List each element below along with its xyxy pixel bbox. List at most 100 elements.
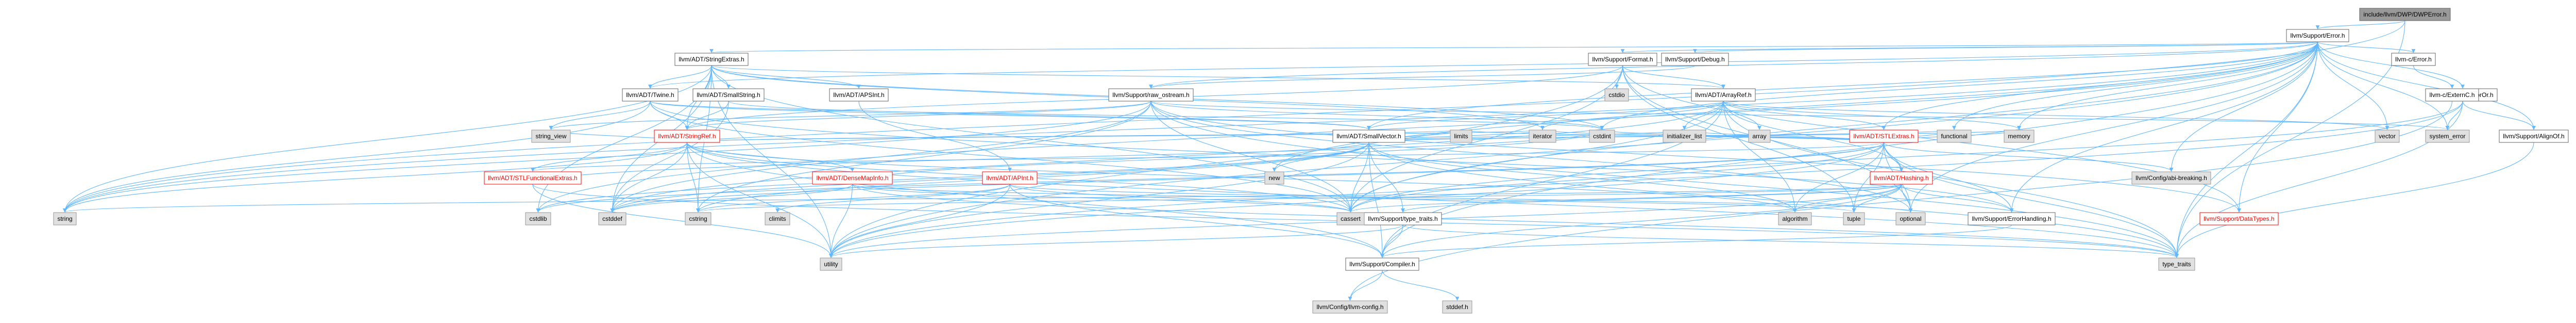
node-box-externc xyxy=(2425,88,2479,102)
node-box-utility xyxy=(820,257,842,271)
node-externc[interactable]: llvm-c/ExternC.h xyxy=(2425,88,2479,102)
node-label-tuple: tuple xyxy=(1847,215,1860,222)
edge-stlextras-to-algorithm xyxy=(1793,142,1885,213)
node-label-cstdio: cstdio xyxy=(1608,91,1625,99)
edge-hashing-to-errorhandling xyxy=(1901,184,2014,213)
node-box-apsint xyxy=(829,88,889,102)
node-box-rawostream xyxy=(1108,88,1194,102)
node-cassert: cassert xyxy=(1336,212,1365,225)
node-errorhandling[interactable]: llvm/Support/ErrorHandling.h xyxy=(1968,212,2056,225)
edge-dwp-to-error xyxy=(2315,20,2405,29)
node-twine[interactable]: llvm/ADT/Twine.h xyxy=(622,88,679,102)
node-box-alignof xyxy=(2499,130,2569,143)
edge-hashing-to-string xyxy=(63,184,1902,213)
node-optional: optional xyxy=(1895,212,1926,225)
node-stlfunctional[interactable]: llvm/ADT/STLFunctionalExtras.h xyxy=(484,171,582,185)
node-cstdint: cstdint xyxy=(1589,130,1615,143)
node-label-rawostream: llvm/Support/raw_ostream.h xyxy=(1112,91,1189,99)
edge-stlextras-to-cstdlib xyxy=(536,142,1885,213)
node-box-initlist xyxy=(1663,130,1706,143)
node-box-cstdio xyxy=(1604,88,1629,102)
edge-errorortype-to-utility xyxy=(829,101,2463,258)
edge-arrayref-to-iterator xyxy=(1540,101,1724,130)
node-arrayref[interactable]: llvm/ADT/ArrayRef.h xyxy=(1691,88,1756,102)
node-box-cassert xyxy=(1336,212,1365,225)
node-error[interactable]: llvm/Support/Error.h xyxy=(2286,29,2349,42)
node-label-smallvector: llvm/ADT/SmallVector.h xyxy=(1336,133,1401,140)
node-compiler[interactable]: llvm/Support/Compiler.h xyxy=(1345,257,1419,271)
edge-error-to-twine xyxy=(648,41,2318,89)
edge-error-to-errorortype xyxy=(2317,41,2465,89)
node-box-stddef xyxy=(1442,300,1472,314)
node-label-stlfunctional: llvm/ADT/STLFunctionalExtras.h xyxy=(488,174,577,182)
node-hashing[interactable]: llvm/ADT/Hashing.h xyxy=(1870,171,1933,185)
node-box-array xyxy=(1748,130,1771,143)
edge-errorortype-to-cassert xyxy=(1348,101,2463,213)
edge-rawostream-to-cstddef xyxy=(610,101,1151,213)
edge-rawostream-to-systemerror xyxy=(1150,101,2449,130)
node-label-iterator: iterator xyxy=(1533,133,1552,140)
edge-stringextras-to-apsint xyxy=(711,65,861,89)
edge-smallstring-to-cstddef xyxy=(610,101,729,213)
node-stringextras[interactable]: llvm/ADT/StringExtras.h xyxy=(674,53,749,66)
edge-errorortype-to-typetraitsstd xyxy=(2175,101,2463,258)
edge-twine-to-cstdint xyxy=(650,101,1604,130)
node-box-typetraits xyxy=(1364,212,1442,225)
node-array: array xyxy=(1748,130,1771,143)
node-box-stringextras xyxy=(674,53,749,66)
edge-arrayref-to-initlist xyxy=(1682,101,1724,130)
node-box-new xyxy=(1264,171,1284,185)
edge-rawostream-to-stringref xyxy=(685,101,1151,130)
node-label-apint: llvm/ADT/APInt.h xyxy=(986,174,1033,182)
node-datatypes[interactable]: llvm/Support/DataTypes.h xyxy=(2199,212,2279,225)
edge-smallstring-to-smallvector xyxy=(728,101,1371,130)
node-cstdlib: cstdlib xyxy=(525,212,551,225)
node-configabi: llvm/Config/abi-breaking.h xyxy=(2131,171,2211,185)
node-box-stringview xyxy=(531,130,571,143)
edge-hashing-to-compiler xyxy=(1380,184,1902,258)
edge-format-to-arrayref xyxy=(1622,65,1725,89)
edge-hashing-to-tuple xyxy=(1852,184,1902,213)
edge-smallvector-to-new xyxy=(1272,142,1369,172)
node-cerror[interactable]: llvm-c/Error.h xyxy=(2391,53,2436,66)
node-label-stringextras: llvm/ADT/StringExtras.h xyxy=(679,56,744,63)
node-label-stringref: llvm/ADT/StringRef.h xyxy=(658,133,716,140)
edge-smallvector-to-algorithm xyxy=(1368,142,1797,213)
node-box-configabi xyxy=(2131,171,2211,185)
edge-densemapinfo-to-tuple xyxy=(852,184,1856,213)
node-smallstring[interactable]: llvm/ADT/SmallString.h xyxy=(692,88,765,102)
node-densemapinfo[interactable]: llvm/ADT/DenseMapInfo.h xyxy=(812,171,893,185)
edge-twine-to-cassert xyxy=(650,101,1353,213)
node-typetraits[interactable]: llvm/Support/type_traits.h xyxy=(1364,212,1442,225)
node-apsint[interactable]: llvm/ADT/APSInt.h xyxy=(829,88,889,102)
node-label-apsint: llvm/ADT/APSInt.h xyxy=(833,91,884,99)
edge-smallvector-to-utility xyxy=(829,142,1369,258)
edge-stringref-to-typetraitsstd xyxy=(686,142,2179,258)
node-stringref[interactable]: llvm/ADT/StringRef.h xyxy=(654,130,720,143)
node-smallvector[interactable]: llvm/ADT/SmallVector.h xyxy=(1332,130,1405,143)
edge-stringref-to-stlfunctional xyxy=(531,142,688,172)
node-stlextras[interactable]: llvm/ADT/STLExtras.h xyxy=(1849,130,1919,143)
node-alignof[interactable]: llvm/Support/AlignOf.h xyxy=(2499,130,2569,143)
node-cstddef: cstddef xyxy=(598,212,626,225)
node-rawostream[interactable]: llvm/Support/raw_ostream.h xyxy=(1108,88,1194,102)
node-cstring: cstring xyxy=(685,212,711,225)
node-box-vector xyxy=(2375,130,2400,143)
dependency-nodes: include/llvm/DWP/DWPError.h llvm/Support/… xyxy=(53,8,2569,314)
node-format[interactable]: llvm/Support/Format.h xyxy=(1588,53,1657,66)
edge-apint-to-climits xyxy=(775,184,1010,213)
node-box-climits xyxy=(765,212,790,225)
node-label-stringview: string_view xyxy=(535,133,566,140)
edge-compiler-to-llvmconfig xyxy=(1348,270,1383,301)
edge-smallvector-to-typetraitsstd xyxy=(1368,142,2179,258)
edge-stlextras-to-configabi xyxy=(1883,142,2174,172)
edge-rawostream-to-typetraitsstd xyxy=(1150,101,2179,258)
node-dwp[interactable]: include/llvm/DWP/DWPError.h xyxy=(2359,8,2451,21)
edge-cerror-to-externc xyxy=(2413,65,2454,89)
node-apint[interactable]: llvm/ADT/APInt.h xyxy=(982,171,1038,185)
node-label-configabi: llvm/Config/abi-breaking.h xyxy=(2136,174,2207,182)
node-debug[interactable]: llvm/Support/Debug.h xyxy=(1661,53,1729,66)
edge-rawostream-to-stringview xyxy=(549,101,1151,130)
edge-smallvector-to-cassert xyxy=(1348,142,1369,213)
